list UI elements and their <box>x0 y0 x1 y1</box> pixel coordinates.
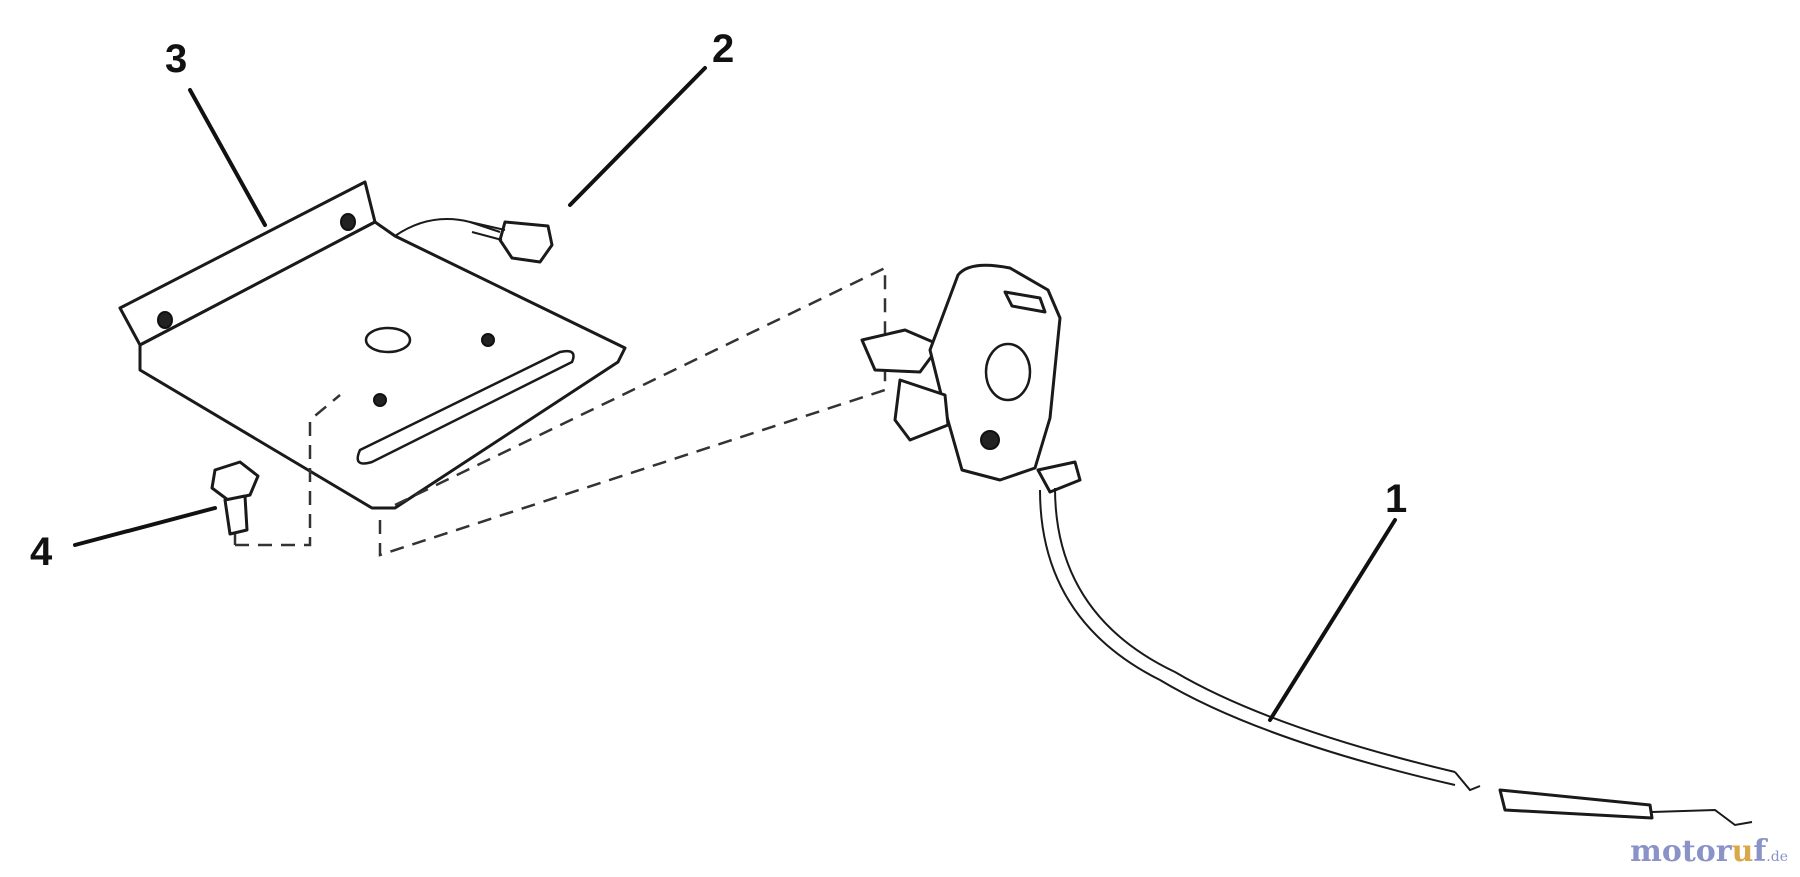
callout-4: 4 <box>30 530 53 574</box>
callout-1: 1 <box>1385 477 1407 521</box>
bolt-part-4 <box>210 460 260 536</box>
watermark-text: motor <box>1630 834 1732 869</box>
watermark-logo: motoruf.de <box>1630 834 1788 869</box>
watermark-tld: .de <box>1766 849 1788 865</box>
callout-2: 2 <box>712 27 734 71</box>
callout-3: 3 <box>165 37 187 81</box>
watermark-accent: u <box>1731 834 1754 869</box>
control-cable <box>1039 487 1753 827</box>
mounting-bracket <box>118 180 627 510</box>
watermark-end: f <box>1753 834 1767 869</box>
leader-lines <box>73 66 1397 722</box>
control-lever <box>860 263 1082 494</box>
bolt-part-2 <box>394 218 554 264</box>
